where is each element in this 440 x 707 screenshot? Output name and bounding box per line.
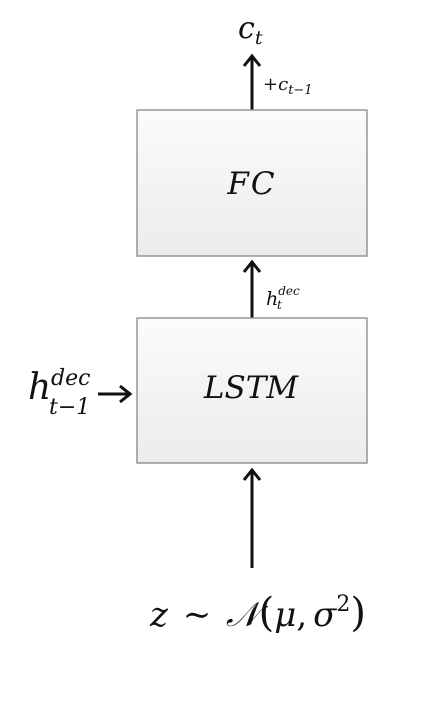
lstm-box: LSTM <box>136 317 368 464</box>
fc-box: FC <box>136 109 368 257</box>
latent-expression: z ∼ 𝒩(μ,σ2) <box>149 590 366 636</box>
hidden-out-var: h <box>266 288 278 310</box>
lstm-box-label: LSTM <box>203 370 299 406</box>
hidden-in-arrow <box>98 384 133 404</box>
latent-mu: μ <box>274 595 296 635</box>
output-var: c <box>238 11 255 46</box>
lstm-to-fc-arrow <box>242 259 262 318</box>
latent-tilde: ∼ <box>183 595 212 635</box>
hidden-out-label: hdec <box>266 284 300 310</box>
residual-sub: t−1 <box>288 83 312 98</box>
latent-sigma: σ <box>313 595 337 635</box>
residual-var: c <box>278 74 288 95</box>
latent-comma: , <box>296 595 307 635</box>
latent-open-paren: ( <box>259 590 275 636</box>
residual-label: +ct−1 <box>263 74 313 98</box>
output-label: ct <box>238 11 263 49</box>
fc-box-label: FC <box>226 166 276 202</box>
latent-to-lstm-arrow <box>242 467 262 568</box>
residual-prefix: + <box>263 74 278 95</box>
latent-var: z <box>149 595 169 635</box>
output-sub: t <box>255 27 263 49</box>
hidden-in-sub: t−1 <box>49 395 90 420</box>
latent-power: 2 <box>336 592 350 617</box>
latent-close-paren: ) <box>350 590 366 636</box>
hidden-in-var: h <box>28 367 51 408</box>
hidden-in-sup: dec <box>51 366 90 391</box>
hidden-out-sub: t <box>277 298 282 312</box>
fc-output-arrow <box>242 53 262 110</box>
hidden-out-sup: dec <box>278 284 300 298</box>
